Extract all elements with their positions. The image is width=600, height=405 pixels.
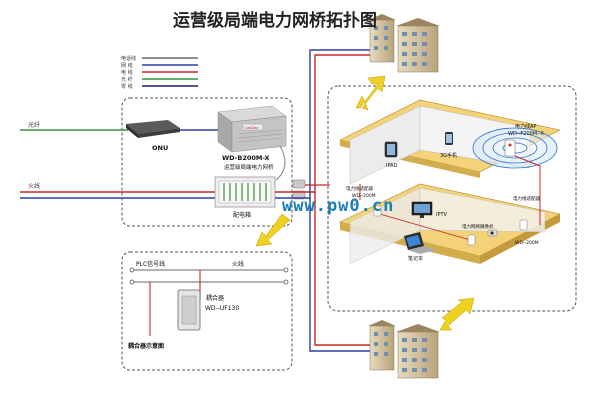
- coupler-frame: [121, 251, 293, 371]
- central-office-frame: [121, 97, 293, 227]
- legend: 电话线 网 线 电 线 光 纤 零 线: [121, 55, 198, 90]
- camera-label: 电力网络摄像机: [462, 223, 494, 230]
- house-illustration: [339, 99, 561, 265]
- building-top: [368, 14, 440, 73]
- arrow-top-building: [355, 75, 386, 111]
- arrow-to-coupler: [255, 213, 291, 247]
- feed-to-bottom-building-blue: [309, 198, 372, 352]
- dist-box-label: 配电箱: [233, 211, 251, 219]
- adapter-right-model: WD--200M: [515, 240, 539, 246]
- watermark: www.pw0.cn: [282, 196, 395, 216]
- live-label: 火线: [28, 182, 40, 190]
- ap-model-label: WD--F200M--X: [508, 131, 544, 137]
- ipad-label: IPAD: [386, 163, 398, 169]
- bridge-to-dist-cable: [275, 145, 286, 181]
- arrow-bottom-building: [439, 297, 475, 331]
- building-bottom: [368, 320, 440, 379]
- legend-label: 电 线: [121, 69, 133, 76]
- legend-label: 零 线: [121, 83, 133, 90]
- coupler-name: 耦合器: [206, 294, 224, 302]
- legend-label: 网 线: [121, 62, 133, 69]
- ap-name-label: 电力线AP: [515, 123, 536, 130]
- feed-to-top-building-red: [275, 54, 372, 193]
- distribution-box: [214, 176, 276, 208]
- iptv-label: IPTV: [436, 212, 448, 218]
- bridge-desc: 运营级局端电力网桥: [224, 163, 274, 171]
- bridge-device: [217, 105, 287, 153]
- coupler-caption: 耦合器示意图: [128, 342, 164, 350]
- bridge-model: WD-B200M-X: [222, 154, 270, 162]
- legend-label: 电话线: [121, 55, 136, 62]
- fiber-label: 光纤: [28, 121, 40, 129]
- onu-device: [126, 120, 180, 138]
- coupler-clip: [292, 179, 306, 189]
- adapter-top-label: 电力线适配器: [346, 185, 373, 192]
- onu-label: ONU: [152, 144, 168, 152]
- bridge-brand: LanDex: [245, 126, 258, 130]
- coupler-model: WD--UF130: [205, 305, 239, 312]
- diagram-title: 运营级局端电力网桥拓扑图: [173, 11, 377, 31]
- coupler-schematic: [129, 267, 289, 336]
- phone-label: 3G手机: [440, 152, 457, 159]
- feed-to-bottom-building-red: [314, 192, 372, 346]
- coupler-live-label: 火线: [232, 260, 244, 268]
- legend-label: 光 纤: [121, 76, 133, 83]
- laptop-label: 笔记本: [408, 255, 423, 262]
- plc-signal-label: PLC信号线: [136, 260, 165, 268]
- feed-to-top-building-blue: [275, 49, 372, 199]
- house-frame: [327, 85, 577, 312]
- adapter-top-model: WD--200M: [352, 193, 376, 199]
- adapter-right-label: 电力线适配器: [513, 195, 540, 202]
- coupler-clip: [292, 190, 306, 200]
